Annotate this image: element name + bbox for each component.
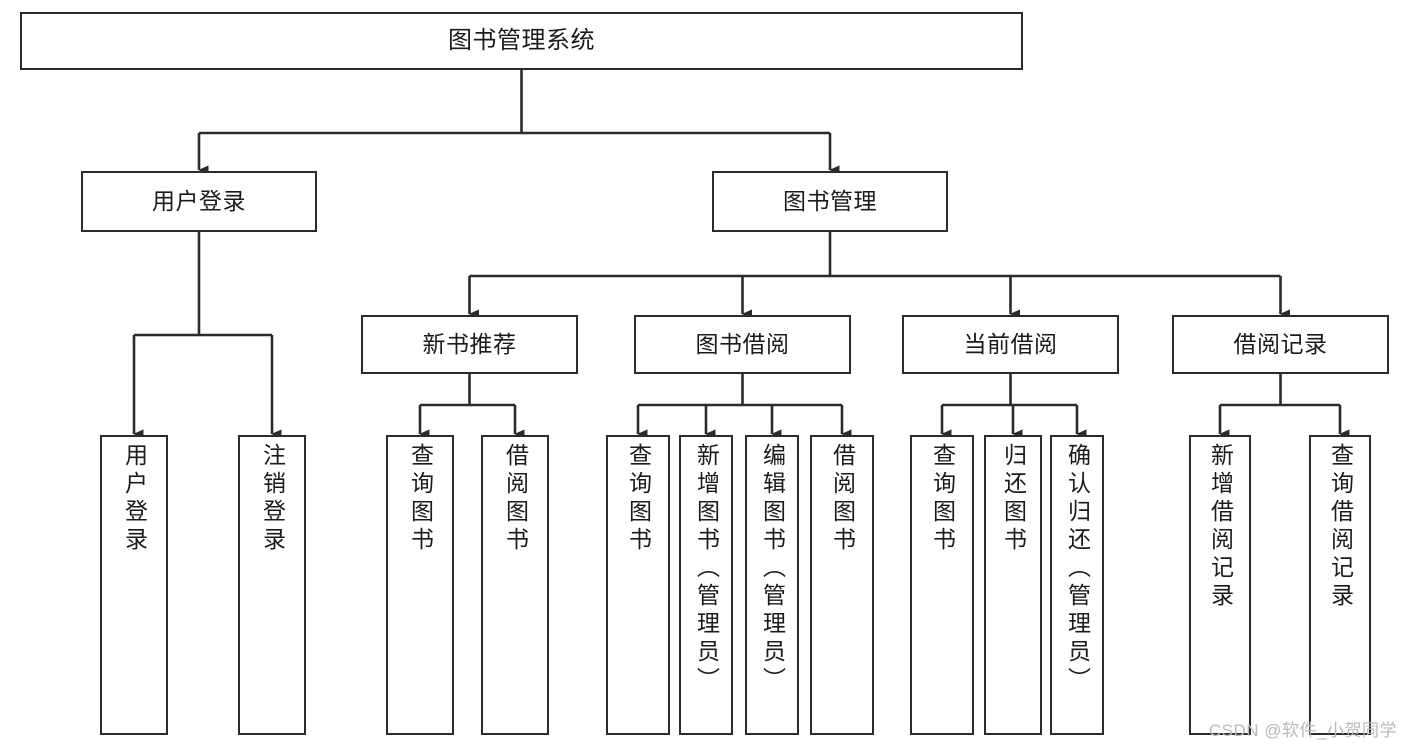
node-borrow-record[interactable]: 借阅记录	[1172, 315, 1389, 374]
node-book-manage[interactable]: 图书管理	[712, 171, 948, 232]
watermark: CSDN @软件_小贺同学	[1208, 721, 1397, 740]
node-current-borrow-label: 当前借阅	[963, 330, 1058, 357]
node-label: 借阅图书	[829, 443, 856, 555]
node-label: 归还图书	[1000, 443, 1027, 555]
node-label: 新增借阅记录	[1207, 443, 1234, 611]
node-borrow-book[interactable]: 借阅图书	[810, 435, 874, 735]
node-label: 用户登录	[121, 443, 148, 555]
node-book-manage-label: 图书管理	[783, 187, 877, 214]
node-root-label: 图书管理系统	[448, 26, 595, 54]
node-query-book-rec[interactable]: 查询图书	[386, 435, 454, 735]
node-label: 查询借阅记录	[1327, 443, 1354, 611]
node-user-login[interactable]: 用户登录	[100, 435, 168, 735]
node-new-book-rec[interactable]: 新书推荐	[361, 315, 578, 374]
node-borrow-record-label: 借阅记录	[1233, 330, 1328, 357]
node-label: 查询图书	[929, 443, 956, 555]
node-label: 新增图书（管理员）	[693, 443, 720, 695]
node-logout[interactable]: 注销登录	[238, 435, 306, 735]
node-label: 确认归还（管理员）	[1064, 443, 1091, 695]
node-book-borrow-label: 图书借阅	[695, 330, 790, 357]
node-add-book[interactable]: 新增图书（管理员）	[679, 435, 733, 735]
node-label: 查询图书	[407, 443, 434, 555]
node-confirm-return[interactable]: 确认归还（管理员）	[1050, 435, 1104, 735]
node-edit-book[interactable]: 编辑图书（管理员）	[745, 435, 799, 735]
node-label: 注销登录	[259, 443, 286, 555]
node-label: 查询图书	[625, 443, 652, 555]
node-borrow-book-rec[interactable]: 借阅图书	[481, 435, 549, 735]
node-user-login[interactable]: 用户登录	[81, 171, 317, 232]
node-return-book[interactable]: 归还图书	[984, 435, 1042, 735]
node-new-book-rec-label: 新书推荐	[422, 330, 517, 357]
node-query-book-cur[interactable]: 查询图书	[910, 435, 974, 735]
node-add-record[interactable]: 新增借阅记录	[1189, 435, 1251, 735]
node-root[interactable]: 图书管理系统	[20, 12, 1023, 70]
node-label: 借阅图书	[502, 443, 529, 555]
node-query-book-borrow[interactable]: 查询图书	[606, 435, 670, 735]
node-current-borrow[interactable]: 当前借阅	[902, 315, 1119, 374]
node-user-login-label: 用户登录	[152, 187, 246, 214]
node-book-borrow[interactable]: 图书借阅	[634, 315, 851, 374]
node-label: 编辑图书（管理员）	[759, 443, 786, 695]
node-query-record[interactable]: 查询借阅记录	[1309, 435, 1371, 735]
